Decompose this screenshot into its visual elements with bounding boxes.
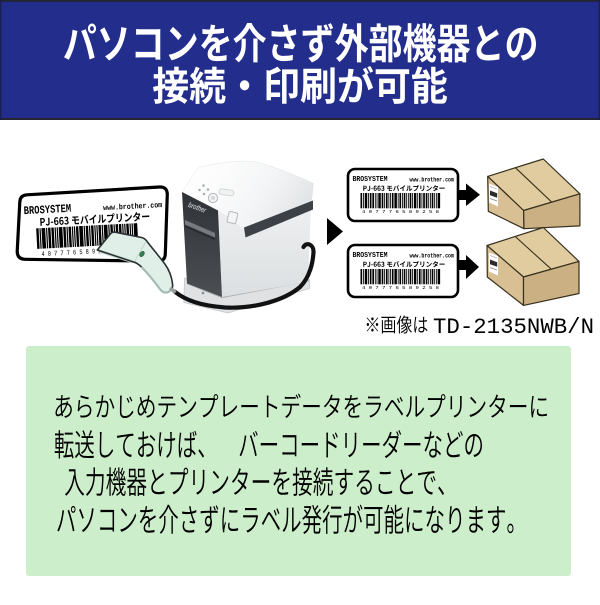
svg-text:4 0 7 7 7 6 5 8 9 2 5 8: 4 0 7 7 7 6 5 8 9 2 5 8 [362, 285, 439, 291]
svg-text:www.brother.com: www.brother.com [410, 253, 455, 260]
svg-text:BROSYSTEM: BROSYSTEM [353, 252, 388, 260]
svg-text:TD-2135NWB/N: TD-2135NWB/N [433, 314, 594, 340]
svg-text:www.brother.com: www.brother.com [410, 177, 455, 184]
svg-text:4 0 7 7 7 6 5 8 9 2 5 8: 4 0 7 7 7 6 5 8 9 2 5 8 [362, 209, 439, 215]
svg-text:BROSYSTEM: BROSYSTEM [23, 203, 71, 218]
svg-text:BROSYSTEM: BROSYSTEM [353, 176, 388, 184]
